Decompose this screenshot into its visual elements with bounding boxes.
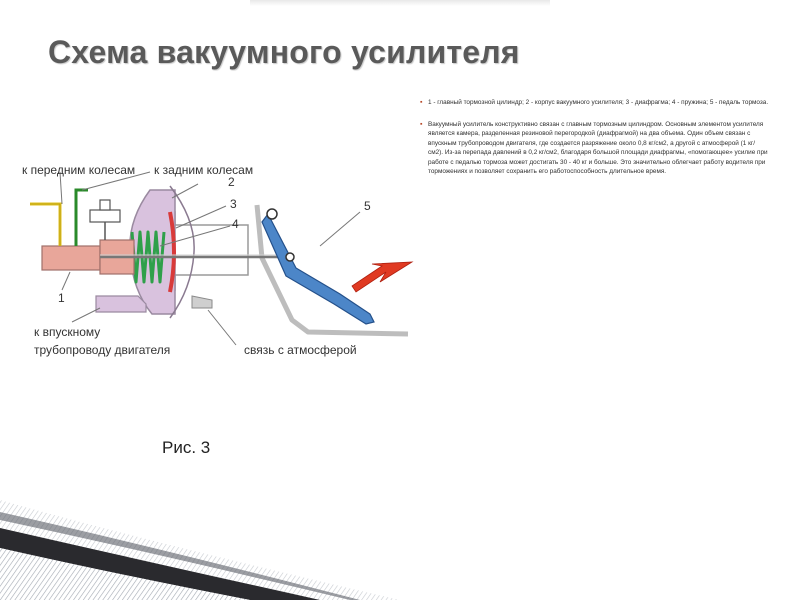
leader-5 [319,211,361,247]
label-rear-wheels: к задним колесам [154,163,253,177]
booster-housing-back [169,185,195,319]
leader-3 [175,205,227,229]
figure-caption: Рис. 3 [162,438,211,457]
top-shadow-bar [250,0,550,6]
label-atmosphere: связь с атмосферой [244,343,357,357]
label-front-wheels: к передним колесам [22,163,135,177]
label-intake-line1: к впускному [34,325,100,339]
number-1: 1 [58,291,65,305]
label-intake-line2: трубопроводу двигателя [34,343,170,357]
leader-4 [159,225,231,247]
number-3: 3 [230,197,237,211]
reservoir-cap [99,199,111,211]
leader-intake [71,307,101,323]
pedal-bracket [254,204,409,337]
leader-1 [61,271,71,291]
leader-rear [81,171,151,191]
bullet-mark-icon: ▪ [420,120,423,128]
intake-pipe [95,295,147,313]
spring [130,230,166,284]
leader-front [59,171,63,205]
number-2: 2 [228,175,235,189]
rear-wheels-line [74,188,88,246]
atmosphere-pipe [191,295,213,309]
slide-title: Схема вакуумного усилителя [48,34,520,70]
stripe-band-mid [0,548,250,600]
bullet-text: Вакуумный усилитель конструктивно связан… [428,120,768,176]
bullet-item-description: ▪ Вакуумный усилитель конструктивно связ… [418,120,770,177]
leader-atmosphere [207,309,237,346]
stripe-band-thin [0,512,360,600]
leader-2 [171,183,199,199]
front-wheels-line-outline [30,203,61,246]
description-block: ▪ 1 - главный тормозной цилиндр; 2 - кор… [418,98,770,189]
pedal-rod-joint [285,252,295,262]
bullet-item-legend: ▪ 1 - главный тормозной цилиндр; 2 - кор… [418,98,770,108]
brake-pedal [261,212,375,325]
bullet-mark-icon: ▪ [420,99,423,106]
number-5: 5 [364,199,371,213]
force-arrow [351,261,414,293]
number-4: 4 [232,217,239,231]
diaphragm [168,211,176,293]
pedal-pivot [266,208,278,220]
bullet-text: 1 - главный тормозной цилиндр; 2 - корпу… [428,99,769,106]
